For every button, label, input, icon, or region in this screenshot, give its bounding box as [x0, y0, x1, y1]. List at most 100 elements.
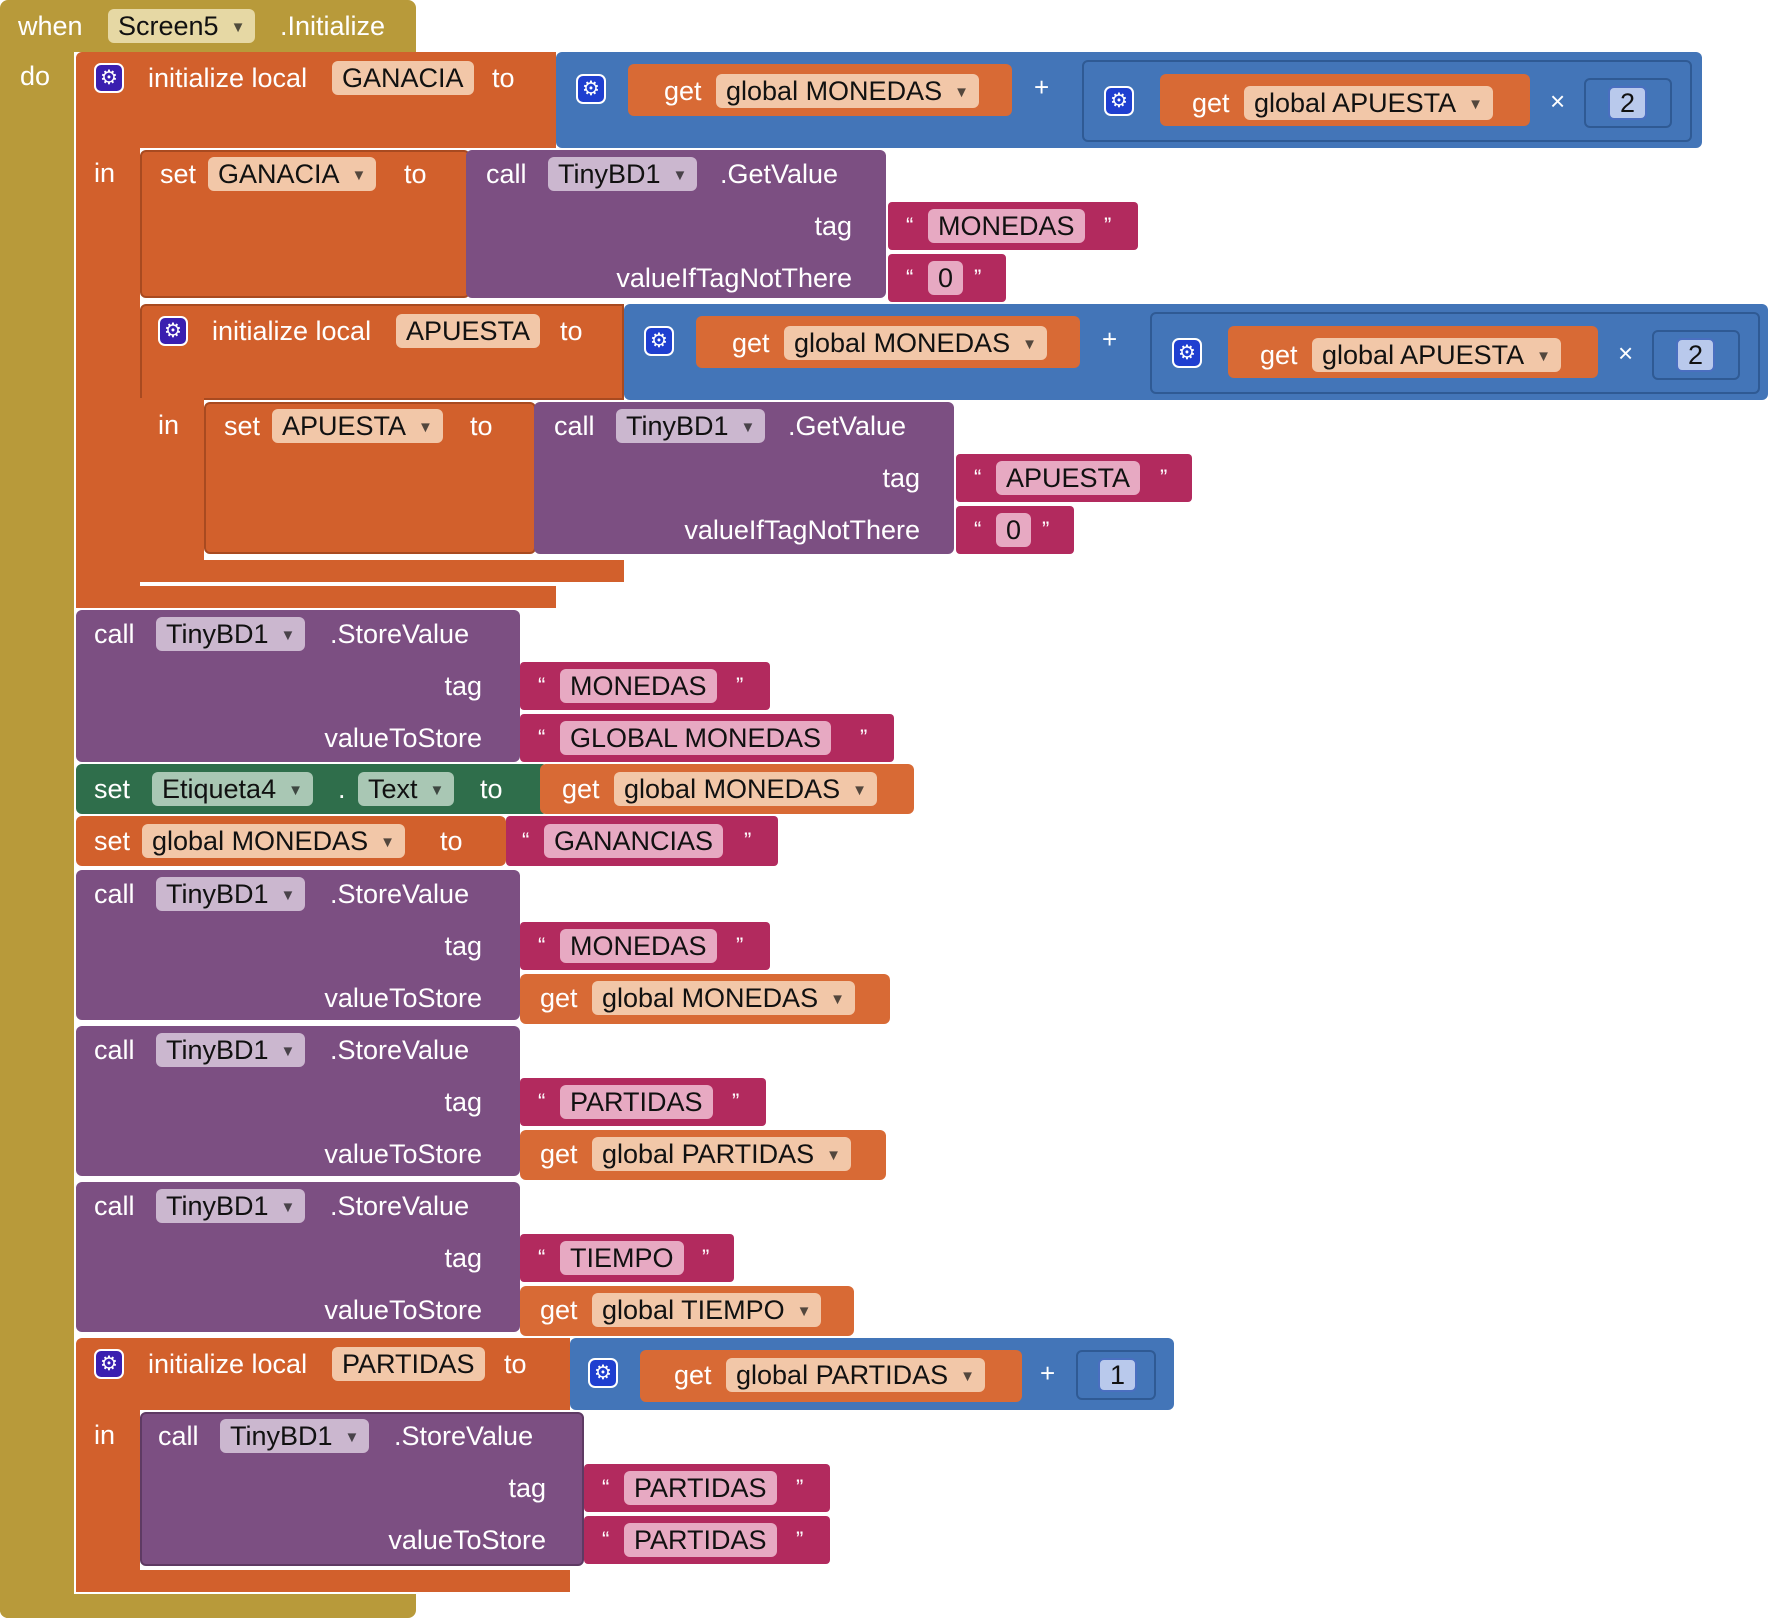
component-dropdown-tinybd1[interactable]: TinyBD1▼ [156, 617, 306, 651]
init-local-ganacia-rail [76, 146, 140, 596]
value-to-store-label: valueToStore [388, 1525, 546, 1555]
open-quote: “ [538, 673, 546, 698]
triangle-down-icon: ▼ [960, 1368, 975, 1385]
tag-socket-label: tag [882, 463, 920, 493]
set-variable-dropdown[interactable]: GANACIA▼ [208, 157, 377, 191]
component-dropdown-tinybd1[interactable]: TinyBD1▼ [548, 157, 698, 191]
close-quote: ” [736, 673, 744, 698]
to-keyword: to [480, 774, 503, 804]
triangle-down-icon: ▼ [280, 1043, 296, 1060]
screen-dropdown[interactable]: Screen5▼ [108, 9, 256, 43]
text-field[interactable]: 0 [996, 513, 1032, 547]
text-field[interactable]: 0 [928, 261, 964, 295]
get-variable-dropdown[interactable]: global APUESTA▼ [1312, 338, 1561, 372]
call-keyword: call [554, 411, 595, 441]
tag-socket-label: tag [444, 931, 482, 961]
component-dropdown-etiqueta4[interactable]: Etiqueta4▼ [152, 772, 313, 806]
init-local-ganacia-bottom [76, 586, 556, 608]
times-operator: × [1550, 86, 1566, 116]
text-field[interactable]: APUESTA [996, 461, 1141, 495]
init-local-apuesta-block[interactable] [140, 304, 624, 400]
close-quote: ” [796, 1527, 804, 1552]
set-variable-dropdown[interactable]: APUESTA▼ [272, 409, 443, 443]
text-field[interactable]: MONEDAS [560, 929, 717, 963]
to-keyword: to [404, 159, 427, 189]
gear-icon[interactable]: ⚙ [576, 74, 606, 104]
init-local-ganacia-block[interactable] [76, 52, 556, 148]
init-local-partidas-block[interactable] [76, 1338, 570, 1410]
when-keyword: when [18, 11, 83, 41]
to-keyword: to [440, 826, 463, 856]
event-name: .Initialize [280, 11, 386, 41]
number-field[interactable]: 1 [1098, 1358, 1138, 1392]
call-keyword: call [486, 159, 527, 189]
to-keyword: to [560, 316, 583, 346]
init-local-apuesta-rail [140, 398, 204, 566]
in-keyword: in [158, 410, 180, 440]
get-variable-dropdown[interactable]: global MONEDAS▼ [716, 74, 979, 108]
text-field[interactable]: PARTIDAS [560, 1085, 713, 1119]
triangle-down-icon: ▼ [280, 1199, 296, 1216]
triangle-down-icon: ▼ [672, 167, 688, 184]
property-dropdown-text[interactable]: Text▼ [358, 772, 455, 806]
get-variable-dropdown[interactable]: global MONEDAS▼ [614, 772, 877, 806]
call-keyword: call [94, 619, 135, 649]
open-quote: “ [602, 1475, 610, 1500]
value-to-store-label: valueToStore [324, 1139, 482, 1169]
set-keyword: set [94, 774, 131, 804]
value-to-store-label: valueToStore [324, 1295, 482, 1325]
gear-icon[interactable]: ⚙ [158, 316, 188, 346]
var-name-field-ganacia[interactable]: GANACIA [332, 61, 474, 95]
gear-icon[interactable]: ⚙ [1104, 86, 1134, 116]
component-dropdown-tinybd1[interactable]: TinyBD1▼ [156, 877, 306, 911]
close-quote: ” [1104, 213, 1112, 238]
get-keyword: get [664, 76, 702, 106]
close-quote: ” [702, 1245, 710, 1270]
text-field[interactable]: PARTIDAS [624, 1471, 777, 1505]
get-variable-dropdown[interactable]: global MONEDAS▼ [592, 981, 855, 1015]
number-field[interactable]: 2 [1676, 338, 1716, 372]
component-dropdown-tinybd1[interactable]: TinyBD1▼ [220, 1419, 370, 1453]
do-keyword: do [20, 61, 51, 91]
set-variable-dropdown[interactable]: global MONEDAS▼ [142, 824, 405, 858]
text-field[interactable]: GANANCIAS [544, 824, 724, 858]
tag-socket-label: tag [444, 1243, 482, 1273]
open-quote: “ [906, 265, 914, 290]
get-variable-dropdown[interactable]: global PARTIDAS▼ [726, 1358, 985, 1392]
var-name-field-apuesta[interactable]: APUESTA [396, 314, 541, 348]
get-keyword: get [1192, 88, 1230, 118]
get-variable-dropdown[interactable]: global MONEDAS▼ [784, 326, 1047, 360]
gear-icon[interactable]: ⚙ [94, 63, 124, 93]
number-field[interactable]: 2 [1608, 86, 1648, 120]
triangle-down-icon: ▼ [280, 887, 296, 904]
get-keyword: get [674, 1360, 712, 1390]
triangle-down-icon: ▼ [418, 419, 433, 436]
gear-icon[interactable]: ⚙ [644, 326, 674, 356]
text-field[interactable]: MONEDAS [928, 209, 1085, 243]
triangle-down-icon: ▼ [826, 1147, 841, 1164]
text-field[interactable]: PARTIDAS [624, 1523, 777, 1557]
close-quote: ” [732, 1089, 740, 1114]
init-local-label: initialize local [148, 63, 308, 93]
get-variable-dropdown[interactable]: global TIEMPO▼ [592, 1293, 822, 1327]
open-quote: “ [522, 828, 530, 853]
get-variable-dropdown[interactable]: global APUESTA▼ [1244, 86, 1493, 120]
triangle-down-icon: ▼ [796, 1303, 812, 1320]
triangle-down-icon: ▼ [1022, 336, 1037, 353]
to-keyword: to [470, 411, 493, 441]
text-field[interactable]: MONEDAS [560, 669, 717, 703]
var-name-field-partidas[interactable]: PARTIDAS [332, 1347, 485, 1381]
get-keyword: get [540, 1139, 578, 1169]
text-field[interactable]: TIEMPO [560, 1241, 684, 1275]
gear-icon[interactable]: ⚙ [1172, 338, 1202, 368]
component-dropdown-tinybd1[interactable]: TinyBD1▼ [616, 409, 766, 443]
get-variable-dropdown[interactable]: global PARTIDAS▼ [592, 1137, 851, 1171]
tag-socket-label: tag [444, 1087, 482, 1117]
gear-icon[interactable]: ⚙ [94, 1349, 124, 1379]
component-dropdown-tinybd1[interactable]: TinyBD1▼ [156, 1189, 306, 1223]
call-keyword: call [158, 1421, 199, 1451]
gear-icon[interactable]: ⚙ [588, 1358, 618, 1388]
text-field[interactable]: GLOBAL MONEDAS [560, 721, 832, 755]
plus-operator: + [1034, 72, 1050, 102]
component-dropdown-tinybd1[interactable]: TinyBD1▼ [156, 1033, 306, 1067]
